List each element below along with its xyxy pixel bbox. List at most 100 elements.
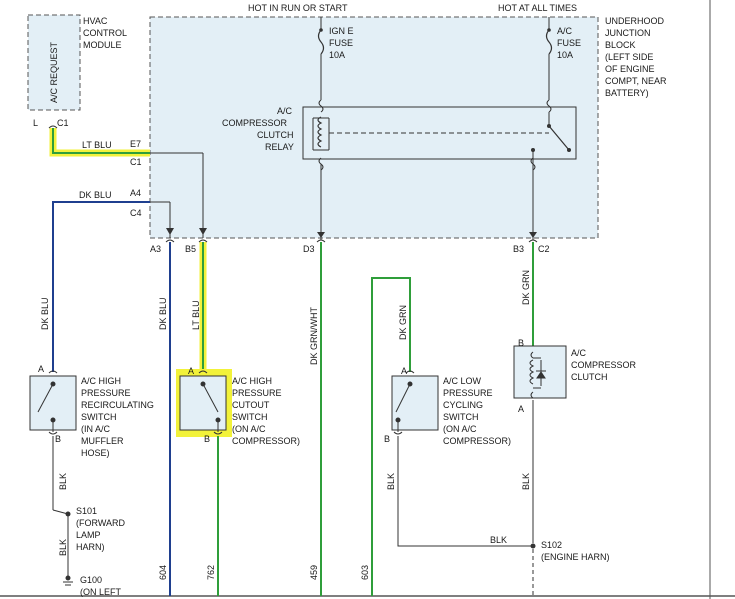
svg-text:SWITCH: SWITCH bbox=[232, 412, 268, 422]
svg-text:(ON A/C: (ON A/C bbox=[232, 424, 266, 434]
ac-compressor-clutch-relay bbox=[302, 106, 577, 160]
svg-text:A/C HIGH: A/C HIGH bbox=[81, 376, 121, 386]
b3-arrow bbox=[529, 232, 537, 238]
s101-label: S101 (FORWARD LAMP HARN) bbox=[76, 506, 125, 552]
svg-text:COMPRESSOR): COMPRESSOR) bbox=[443, 436, 511, 446]
clutch-pin-b: B bbox=[518, 338, 524, 348]
cycling-switch-label: A/C LOW PRESSURE CYCLING SWITCH (ON A/C … bbox=[443, 376, 511, 446]
svg-text:COMPRESSOR): COMPRESSOR) bbox=[232, 436, 300, 446]
svg-text:FUSE: FUSE bbox=[557, 38, 581, 48]
svg-text:(ON A/C: (ON A/C bbox=[443, 424, 477, 434]
blk-left-label: BLK bbox=[58, 473, 68, 490]
recirc-pin-b: B bbox=[55, 434, 61, 444]
blk-cycling-label: BLK bbox=[386, 473, 396, 490]
clutch-coil-icon bbox=[529, 351, 546, 399]
svg-text:(ON LEFT: (ON LEFT bbox=[80, 587, 122, 597]
svg-text:MODULE: MODULE bbox=[83, 40, 122, 50]
dk-blu-top-label: DK BLU bbox=[79, 190, 112, 200]
b5-arrow bbox=[199, 228, 207, 235]
dk-grn-wht-label: DK GRN/WHT bbox=[309, 307, 319, 365]
svg-text:G100: G100 bbox=[80, 575, 102, 585]
relay-label: A/C COMPRESSOR CLUTCH RELAY bbox=[222, 106, 294, 152]
ac-fuse bbox=[545, 17, 553, 100]
svg-text:S102: S102 bbox=[541, 540, 562, 550]
svg-text:CLUTCH: CLUTCH bbox=[257, 130, 294, 140]
svg-text:(FORWARD: (FORWARD bbox=[76, 518, 125, 528]
circuit-459: 459 bbox=[309, 565, 319, 580]
svg-text:IGN E: IGN E bbox=[329, 26, 354, 36]
pin-a3: A3 bbox=[150, 244, 161, 254]
dk-blu-left-label: DK BLU bbox=[40, 297, 50, 330]
svg-text:HARN): HARN) bbox=[76, 542, 105, 552]
svg-text:CONTROL: CONTROL bbox=[83, 28, 127, 38]
clutch-pin-a: A bbox=[518, 404, 524, 414]
svg-text:PRESSURE: PRESSURE bbox=[232, 388, 282, 398]
pin-b5: B5 bbox=[185, 244, 196, 254]
cutout-pin-a: A bbox=[188, 366, 194, 376]
recirc-switch-label: A/C HIGH PRESSURE RECIRCULATING SWITCH (… bbox=[81, 376, 154, 458]
s101-link bbox=[52, 509, 69, 515]
g100-label: G100 (ON LEFT bbox=[80, 575, 122, 597]
svg-text:CYCLING: CYCLING bbox=[443, 400, 483, 410]
svg-text:A/C LOW: A/C LOW bbox=[443, 376, 482, 386]
svg-text:PRESSURE: PRESSURE bbox=[81, 388, 131, 398]
hvac-module-label: HVAC CONTROL MODULE bbox=[83, 16, 127, 50]
svg-text:COMPRESSOR: COMPRESSOR bbox=[222, 118, 288, 128]
lt-blu-mid-label: LT BLU bbox=[191, 300, 201, 330]
pin-a4: A4 bbox=[130, 188, 141, 198]
svg-text:(LEFT SIDE: (LEFT SIDE bbox=[605, 52, 653, 62]
svg-text:PRESSURE: PRESSURE bbox=[443, 388, 493, 398]
hvac-pin-l: L bbox=[33, 118, 38, 128]
dk-grn-wire-603 bbox=[371, 277, 411, 596]
dk-grn-right-label: DK GRN bbox=[521, 270, 531, 305]
circuit-762: 762 bbox=[206, 565, 216, 580]
dk-blu-mid-label: DK BLU bbox=[158, 297, 168, 330]
svg-text:RELAY: RELAY bbox=[265, 142, 294, 152]
ac-fuse-label: A/C FUSE 10A bbox=[557, 26, 581, 60]
svg-text:JUNCTION: JUNCTION bbox=[605, 28, 651, 38]
svg-text:BLOCK: BLOCK bbox=[605, 40, 636, 50]
cutout-switch-contacts bbox=[198, 370, 223, 435]
cycling-pin-b: B bbox=[384, 434, 390, 444]
ign-e-fuse bbox=[317, 17, 325, 100]
svg-text:10A: 10A bbox=[557, 50, 573, 60]
pin-c2: C2 bbox=[538, 244, 550, 254]
blk-horizontal-label: BLK bbox=[490, 535, 507, 545]
svg-text:A/C: A/C bbox=[557, 26, 573, 36]
hot-run-start-label: HOT IN RUN OR START bbox=[248, 3, 348, 13]
cycling-pin-a: A bbox=[401, 366, 407, 376]
s102-splice bbox=[530, 543, 536, 549]
svg-text:COMPT, NEAR: COMPT, NEAR bbox=[605, 76, 667, 86]
svg-text:SWITCH: SWITCH bbox=[81, 412, 117, 422]
blk-left-lower-label: BLK bbox=[58, 539, 68, 556]
svg-text:MUFFLER: MUFFLER bbox=[81, 436, 124, 446]
compressor-clutch bbox=[513, 345, 567, 399]
svg-text:10A: 10A bbox=[329, 50, 345, 60]
junction-block-label: UNDERHOOD JUNCTION BLOCK (LEFT SIDE OF E… bbox=[605, 16, 667, 98]
pin-e7: E7 bbox=[130, 139, 141, 149]
dk-grn-low-label: DK GRN bbox=[398, 305, 408, 340]
pin-d3: D3 bbox=[303, 244, 315, 254]
ac-request-label: A/C REQUEST bbox=[49, 41, 59, 103]
svg-text:COMPRESSOR: COMPRESSOR bbox=[571, 360, 637, 370]
cutout-switch-label: A/C HIGH PRESSURE CUTOUT SWITCH (ON A/C … bbox=[232, 376, 300, 446]
svg-text:A/C: A/C bbox=[277, 106, 293, 116]
svg-text:FUSE: FUSE bbox=[329, 38, 353, 48]
block-bottom-connectors bbox=[165, 239, 538, 243]
pin-c4: C4 bbox=[130, 208, 142, 218]
svg-text:HOSE): HOSE) bbox=[81, 448, 110, 458]
hvac-connector-c1: C1 bbox=[57, 118, 69, 128]
ign-fuse-label: IGN E FUSE 10A bbox=[329, 26, 354, 60]
recirc-switch-contacts bbox=[37, 370, 58, 435]
clutch-label: A/C COMPRESSOR CLUTCH bbox=[571, 348, 637, 382]
s102-label: S102 (ENGINE HARN) bbox=[541, 540, 610, 562]
circuit-603: 603 bbox=[360, 565, 370, 580]
svg-text:BATTERY): BATTERY) bbox=[605, 88, 649, 98]
svg-text:A/C: A/C bbox=[571, 348, 587, 358]
recirc-pin-a: A bbox=[38, 364, 44, 374]
a3-arrow bbox=[166, 228, 174, 235]
svg-text:CUTOUT: CUTOUT bbox=[232, 400, 270, 410]
svg-text:UNDERHOOD: UNDERHOOD bbox=[605, 16, 665, 26]
lt-blu-top-label: LT BLU bbox=[82, 140, 112, 150]
